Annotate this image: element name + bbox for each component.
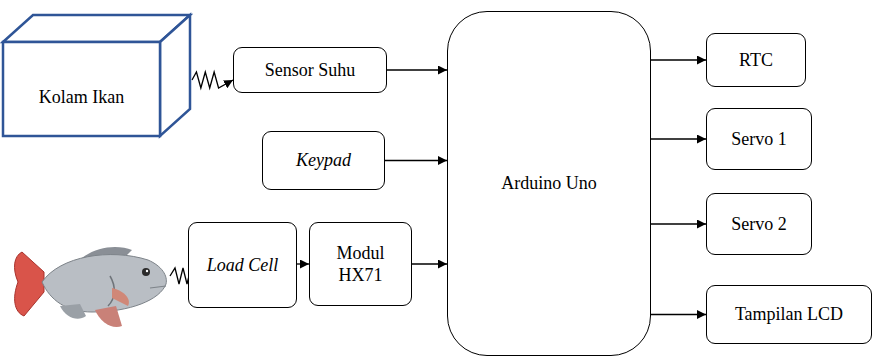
arrow-connector xyxy=(651,223,706,224)
node-label: Modul HX71 xyxy=(317,242,404,287)
node-label: RTC xyxy=(739,49,773,72)
arrow-connector xyxy=(651,138,706,139)
fish-illustration xyxy=(15,247,167,327)
output-box: Tampilan LCD xyxy=(706,285,872,344)
arrow-connector xyxy=(297,263,309,264)
node-label: Keypad xyxy=(296,149,351,172)
node-label: Servo 2 xyxy=(731,213,787,236)
input-box: Keypad xyxy=(262,131,385,190)
node-label: Sensor Suhu xyxy=(265,59,356,82)
sensor-box: Sensor Suhu xyxy=(233,47,387,93)
arrow-connector xyxy=(651,314,706,315)
output-box: Servo 2 xyxy=(706,193,812,255)
wave-connector xyxy=(192,72,233,88)
pond-cube: Kolam Ikan xyxy=(2,14,192,138)
node-label: Kolam Ikan xyxy=(39,86,124,109)
node-label: Load Cell xyxy=(207,254,279,277)
sensor-box: Load Cell xyxy=(188,222,297,308)
arrow-connector xyxy=(651,59,706,60)
controller-box: Arduino Uno xyxy=(447,11,651,356)
cube-outline xyxy=(2,14,192,138)
arrow-connector xyxy=(387,69,447,70)
node-label: Servo 1 xyxy=(731,128,787,151)
cube-front-face: Kolam Ikan xyxy=(3,50,160,144)
arrow-connector xyxy=(412,263,447,264)
output-box: RTC xyxy=(706,33,806,87)
module-box: Modul HX71 xyxy=(309,222,412,306)
node-label: Tampilan LCD xyxy=(735,303,843,326)
node-label: Arduino Uno xyxy=(501,172,597,195)
arrow-connector xyxy=(385,160,447,161)
output-box: Servo 1 xyxy=(706,108,812,170)
